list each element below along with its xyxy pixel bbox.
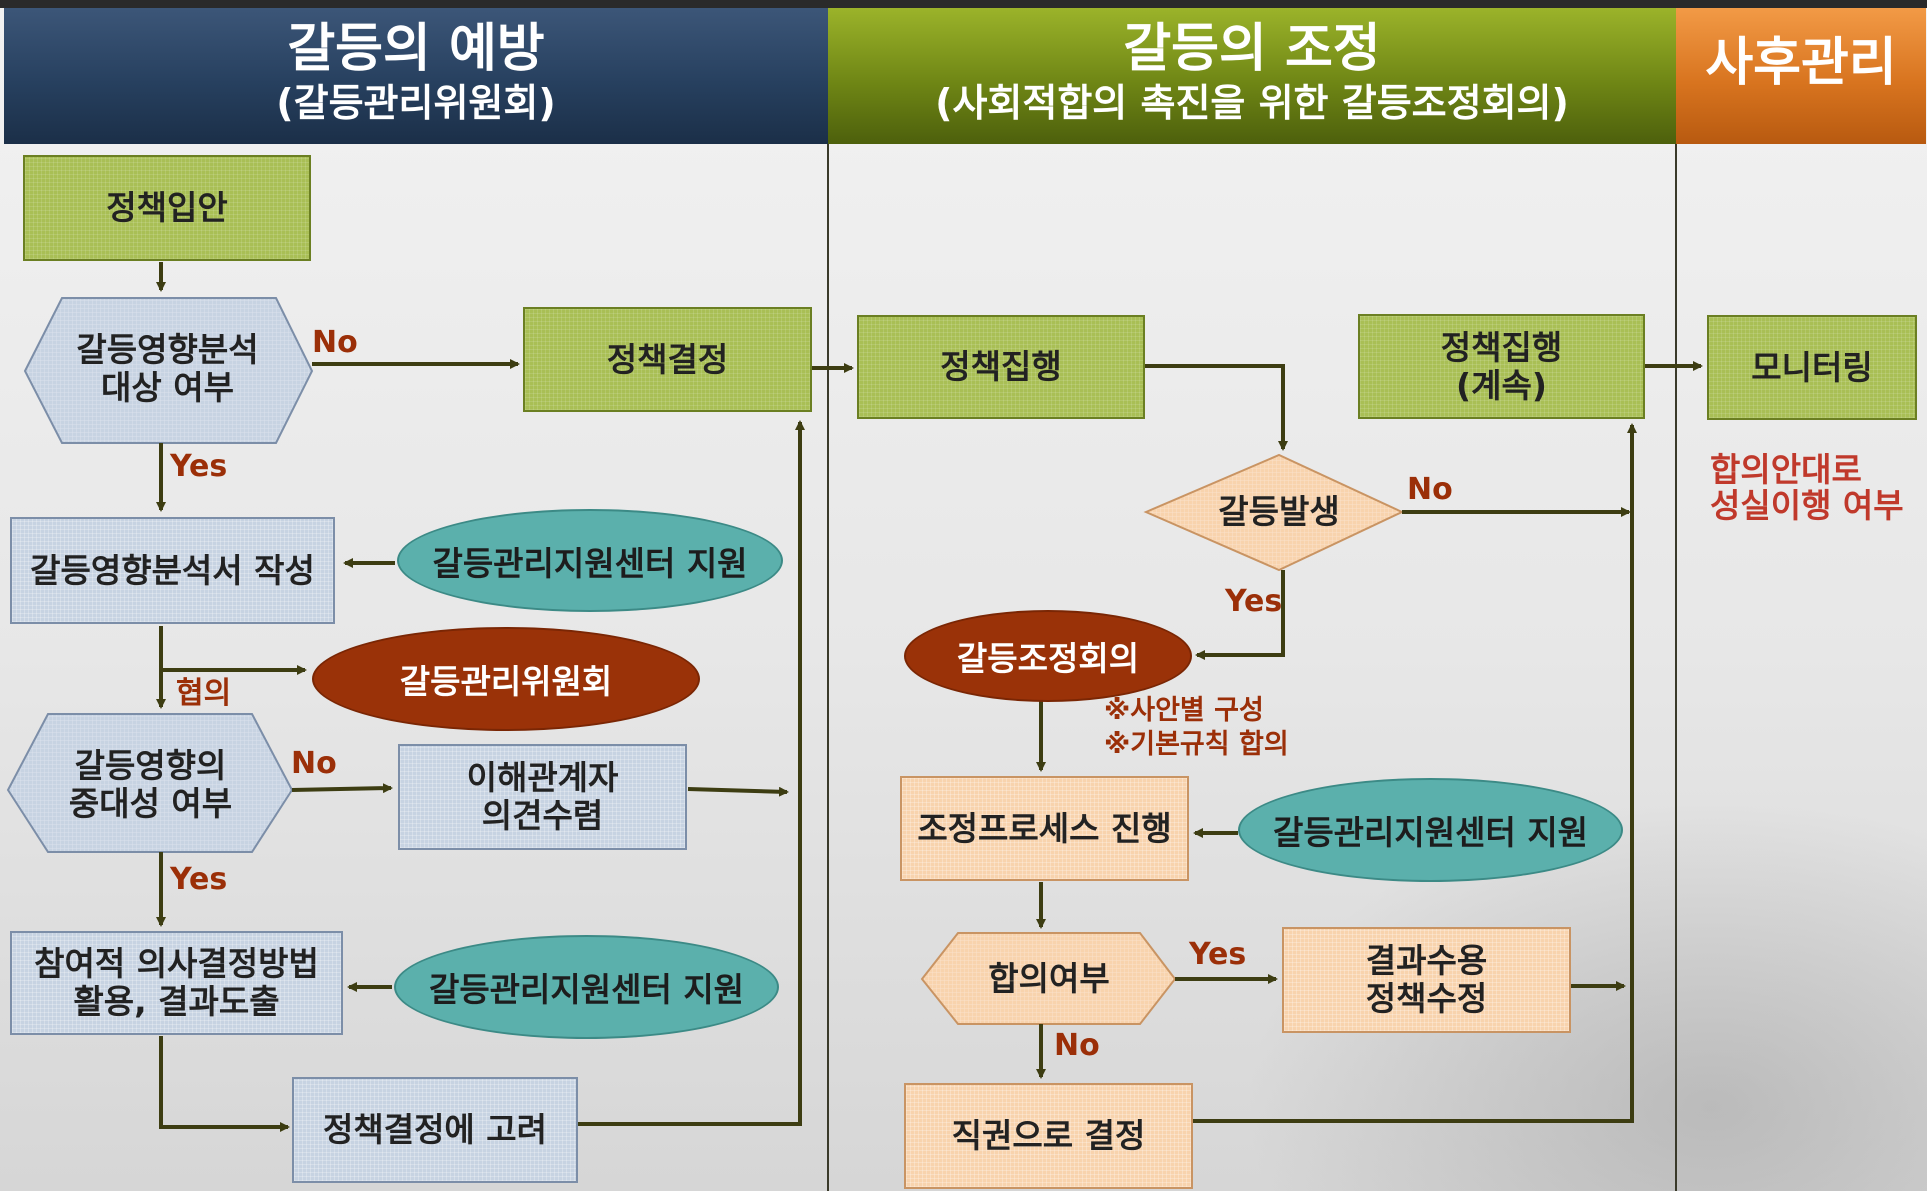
node-policy-decision: 정책결정 (523, 307, 812, 412)
top-border (0, 0, 1927, 8)
node-ex-officio: 직권으로 결정 (904, 1083, 1193, 1189)
header-mediation: 갈등의 조정 (사회적합의 촉진을 위한 갈등조정회의) (828, 8, 1676, 144)
label-no-2: No (291, 746, 337, 781)
label-monitor-note: 합의안대로 성실이행 여부 (1710, 450, 1904, 525)
label-yes-2: Yes (170, 862, 228, 897)
header-aftercare-title: 사후관리 (1705, 33, 1897, 93)
column-divider-2 (1675, 144, 1677, 1191)
label-no-4: No (1054, 1028, 1100, 1063)
label-no-1: No (312, 325, 358, 360)
label-yes-1: Yes (170, 449, 228, 484)
label-yes-4: Yes (1189, 937, 1247, 972)
node-stakeholder-opinion: 이해관계자 의견수렴 (398, 744, 687, 850)
node-impact-significance: 갈등영향의 중대성 여부 (68, 746, 233, 823)
node-impact-analysis-target: 갈등영향분석 대상 여부 (76, 330, 259, 407)
node-committee: 갈등관리위원회 (312, 627, 700, 731)
label-notes: ※사안별 구성 ※기본규칙 합의 (1104, 695, 1289, 760)
node-impact-report: 갈등영향분석서 작성 (10, 517, 335, 624)
node-consider-decision: 정책결정에 고려 (292, 1077, 578, 1183)
node-agreement: 합의여부 (988, 959, 1110, 998)
node-participatory: 참여적 의사결정방법 활용, 결과도출 (10, 931, 343, 1035)
header-prevention: 갈등의 예방 (갈등관리위원회) (4, 8, 828, 144)
label-yes-3: Yes (1225, 584, 1283, 619)
node-policy-draft: 정책입안 (23, 155, 311, 261)
header-mediation-title: 갈등의 조정 (1123, 19, 1381, 79)
node-conflict-occurrence: 갈등발생 (1218, 492, 1340, 531)
node-support-center-2: 갈등관리지원센터 지원 (394, 935, 779, 1039)
header-mediation-subtitle: (사회적합의 촉진을 위한 갈등조정회의) (935, 81, 1569, 125)
node-support-center-3: 갈등관리지원센터 지원 (1238, 778, 1623, 882)
node-support-center-1: 갈등관리지원센터 지원 (397, 509, 783, 612)
node-policy-execution-continued: 정책집행 (계속) (1358, 314, 1645, 419)
column-divider-1 (827, 144, 829, 1191)
label-consult: 협의 (176, 676, 232, 711)
node-policy-execution: 정책집행 (857, 315, 1145, 419)
node-mediation-meeting: 갈등조정회의 (904, 610, 1192, 702)
header-prevention-title: 갈등의 예방 (287, 19, 545, 79)
label-no-3: No (1407, 472, 1453, 507)
header-aftercare: 사후관리 (1676, 8, 1926, 144)
header-prevention-subtitle: (갈등관리위원회) (276, 81, 556, 125)
node-process: 조정프로세스 진행 (900, 776, 1189, 881)
decision-hexagon-1 (23, 297, 314, 444)
node-accept-result: 결과수용 정책수정 (1282, 927, 1571, 1033)
node-monitoring: 모니터링 (1707, 315, 1917, 420)
